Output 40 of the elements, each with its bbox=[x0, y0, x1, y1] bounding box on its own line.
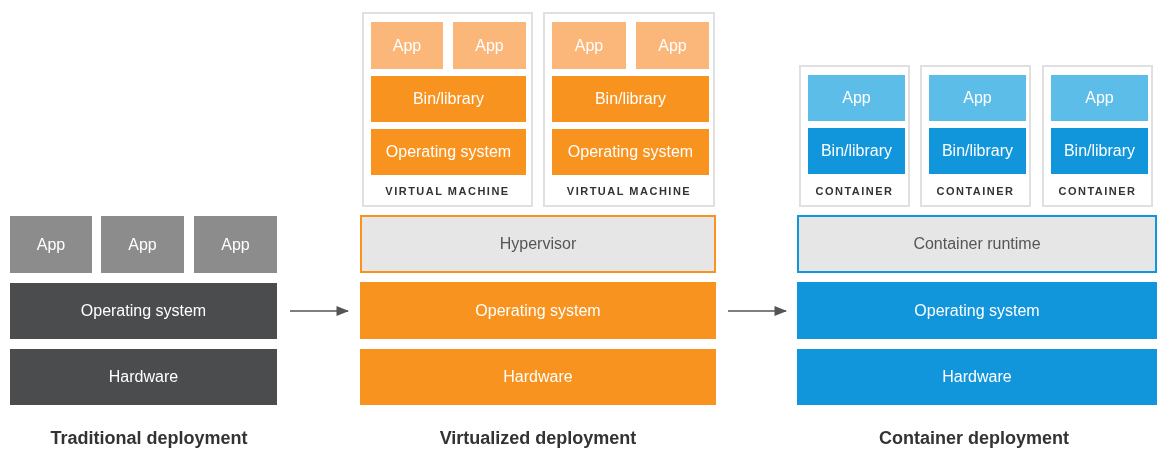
stack-caption: Virtualized deployment bbox=[438, 428, 638, 449]
app-block: App bbox=[1051, 75, 1148, 121]
panel-label: CONTAINER bbox=[1057, 185, 1138, 197]
layer-block: Operating system bbox=[360, 282, 716, 339]
hypervisor-layer: Hypervisor bbox=[360, 215, 716, 273]
panel-label: VIRTUAL MACHINE bbox=[565, 185, 693, 197]
layer-block: Bin/library bbox=[552, 76, 709, 122]
container-panel bbox=[920, 65, 1031, 207]
container-panel bbox=[1042, 65, 1153, 207]
layer-block: Operating system bbox=[371, 129, 526, 175]
stack-caption: Traditional deployment bbox=[49, 428, 249, 449]
virtual-machine-panel bbox=[362, 12, 533, 207]
app-block: App bbox=[194, 216, 277, 273]
app-block: App bbox=[101, 216, 184, 273]
arrow bbox=[289, 305, 350, 317]
layer-block: Operating system bbox=[552, 129, 709, 175]
runtime-layer: Container runtime bbox=[797, 215, 1157, 273]
app-block: App bbox=[371, 22, 443, 69]
panel-label: CONTAINER bbox=[814, 185, 895, 197]
app-block: App bbox=[636, 22, 709, 69]
panel-label: VIRTUAL MACHINE bbox=[384, 185, 511, 197]
layer-block: Bin/library bbox=[1051, 128, 1148, 174]
stack-caption: Container deployment bbox=[878, 428, 1070, 449]
layer-block: Hardware bbox=[10, 349, 277, 405]
app-block: App bbox=[453, 22, 526, 69]
layer-block: Bin/library bbox=[808, 128, 905, 174]
layer-block: Bin/library bbox=[929, 128, 1026, 174]
layer-block: Operating system bbox=[797, 282, 1157, 339]
container-panel bbox=[799, 65, 910, 207]
layer-block: Hardware bbox=[797, 349, 1157, 405]
app-block: App bbox=[10, 216, 92, 273]
virtual-machine-panel bbox=[543, 12, 715, 207]
layer-block: Operating system bbox=[10, 283, 277, 339]
app-block: App bbox=[929, 75, 1026, 121]
layer-block: Bin/library bbox=[371, 76, 526, 122]
app-block: App bbox=[552, 22, 626, 69]
app-block: App bbox=[808, 75, 905, 121]
panel-label: CONTAINER bbox=[935, 185, 1016, 197]
layer-block: Hardware bbox=[360, 349, 716, 405]
arrow bbox=[727, 305, 788, 317]
